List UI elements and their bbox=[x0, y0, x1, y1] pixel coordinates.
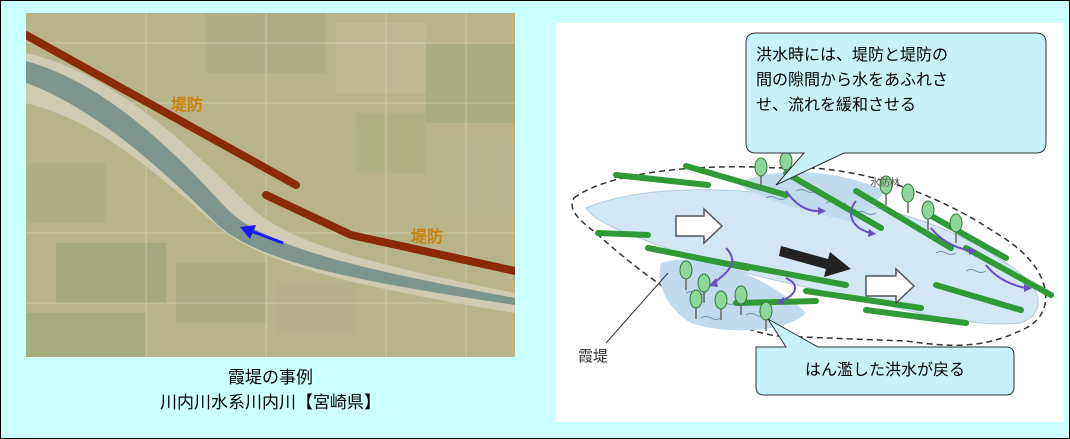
tree-icon bbox=[754, 157, 768, 187]
kasumitei-diagram: 洪水時には、堤防と堤防の 間の隙間から水をあふれさ せ、流れを緩和させる はん濫… bbox=[556, 23, 1064, 422]
tree-icon bbox=[879, 175, 893, 205]
callout-bottom bbox=[755, 318, 1015, 396]
levee-segment bbox=[853, 188, 954, 251]
levee-segment bbox=[863, 307, 969, 326]
aerial-photo: 堤防 堤防 bbox=[26, 13, 515, 357]
tree-icon bbox=[679, 260, 693, 290]
callout-top-line: 間の隙間から水をあふれさ bbox=[756, 70, 949, 89]
floodplain-outline bbox=[571, 166, 1047, 346]
forest-label: 水防林 bbox=[870, 178, 900, 189]
river bbox=[26, 61, 515, 305]
kasumitei-pointer bbox=[605, 272, 669, 344]
levee-segment bbox=[733, 298, 819, 306]
levee-segment bbox=[613, 172, 711, 188]
levee-segment bbox=[963, 245, 1054, 298]
tree-icon bbox=[714, 290, 728, 320]
tree-icon bbox=[689, 289, 703, 319]
callout-top-line: 洪水時には、堤防と堤防の bbox=[756, 45, 949, 64]
caption-title: 霞堤の事例 bbox=[228, 368, 313, 388]
levee-segment bbox=[933, 282, 1024, 313]
levee-segment bbox=[783, 170, 884, 231]
levee-segment bbox=[731, 261, 849, 288]
tree-icon bbox=[697, 273, 711, 303]
levee-segment bbox=[923, 210, 1009, 261]
levee-label-lower: 堤防 bbox=[411, 227, 444, 246]
levee-upper bbox=[26, 31, 300, 189]
callout-top bbox=[745, 32, 1047, 186]
levee-segment bbox=[683, 163, 789, 198]
flow-arrow-icon bbox=[865, 267, 916, 305]
callout-top-line: せ、流れを緩和させる bbox=[756, 95, 917, 114]
tree-icon bbox=[949, 213, 963, 243]
main-flow-arrow-icon bbox=[779, 246, 851, 277]
levee-label-upper: 堤防 bbox=[171, 95, 204, 114]
levee-segment bbox=[595, 230, 651, 238]
tree-icon bbox=[759, 301, 773, 331]
levee-segment bbox=[803, 288, 924, 311]
flow-arrow-icon bbox=[240, 225, 256, 239]
kasumitei-label: 霞堤 bbox=[578, 347, 609, 365]
caption-location: 川内川水系川内川【宮崎県】 bbox=[160, 393, 381, 413]
tree-icon bbox=[921, 200, 935, 230]
photo-caption: 霞堤の事例 川内川水系川内川【宮崎県】 bbox=[26, 366, 515, 416]
callout-bottom-text: はん濫した洪水が戻る bbox=[804, 360, 965, 379]
flow-arrow-icon bbox=[675, 207, 724, 245]
callout-top-text: 洪水時には、堤防と堤防の 間の隙間から水をあふれさ せ、流れを緩和させる bbox=[756, 42, 1040, 117]
levee-lower bbox=[262, 191, 515, 275]
floodplain bbox=[26, 53, 515, 313]
tree-icon bbox=[734, 285, 748, 315]
tree-icon bbox=[901, 183, 915, 213]
